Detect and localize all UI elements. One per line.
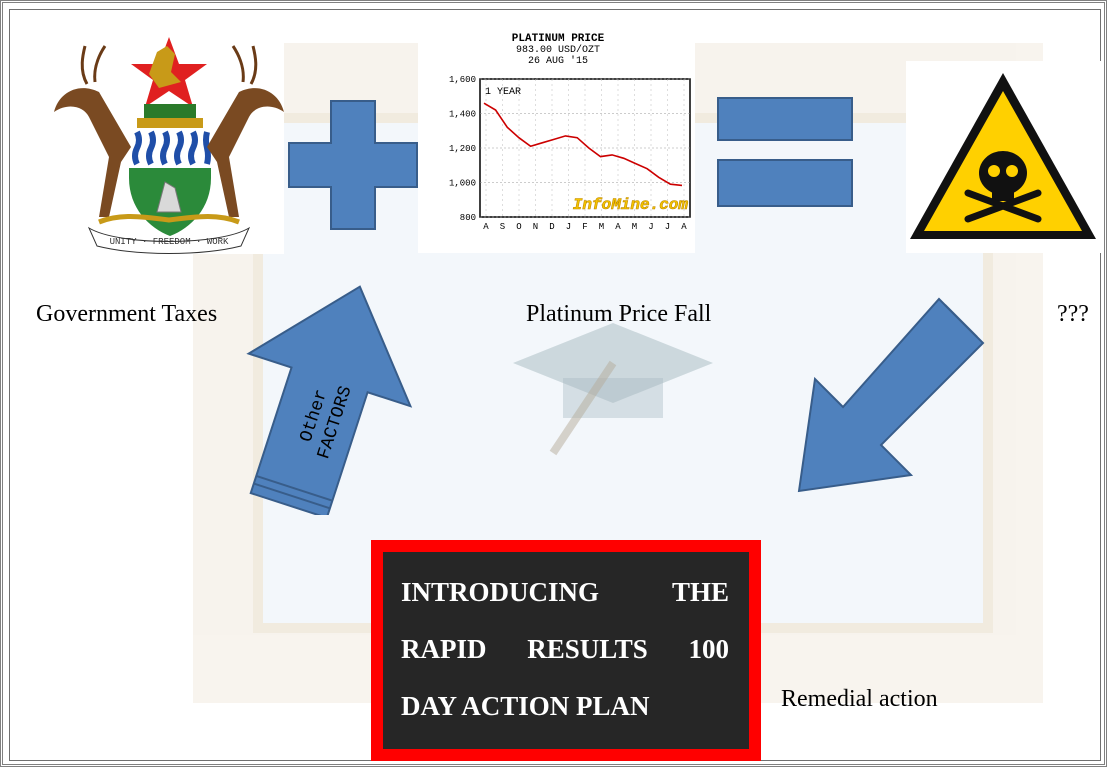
graduation-cap-icon [513, 323, 713, 456]
platinum-price-chart-image: PLATINUM PRICE 983.00 USD/OZT 26 AUG '15… [418, 29, 695, 253]
chart-x-tick-label: S [500, 222, 505, 232]
coat-of-arms-icon: UNITY · FREEDOM · WORK [54, 37, 284, 254]
platinum-price-chart: PLATINUM PRICE 983.00 USD/OZT 26 AUG '15… [449, 33, 691, 232]
unknown-outcome-label: ??? [1057, 301, 1089, 327]
chart-x-tick-label: N [533, 222, 538, 232]
chart-date: 26 AUG '15 [528, 55, 588, 67]
chart-watermark: InfoMine.com [573, 196, 689, 214]
chart-x-tick-label: A [615, 222, 621, 232]
chart-subtitle: 983.00 USD/OZT [516, 44, 600, 56]
chart-grid [480, 78, 690, 218]
remedial-action-label: Remedial action [781, 686, 938, 712]
chart-x-tick-label: M [599, 222, 604, 232]
callout-line-3: DAY ACTION PLAN [401, 691, 650, 721]
chart-y-tick-label: 800 [460, 213, 476, 223]
chart-x-tick-label: J [566, 222, 571, 232]
chart-x-tick-label: F [582, 222, 587, 232]
callout-line-2: RAPID RESULTS 100 [401, 634, 729, 664]
chart-period-label: 1 YEAR [485, 87, 521, 98]
equals-icon [717, 97, 853, 207]
government-taxes-label: Government Taxes [36, 301, 218, 327]
chart-x-tick-label: J [648, 222, 653, 232]
emblem-motto: UNITY · FREEDOM · WORK [110, 237, 229, 247]
platinum-price-fall-label: Platinum Price Fall [526, 301, 712, 327]
chart-y-ticks: 1,600 1,400 1,200 1,000 800 [449, 75, 476, 223]
chart-title: PLATINUM PRICE [512, 33, 605, 45]
chart-x-tick-label: O [516, 222, 521, 232]
chart-x-tick-label: M [632, 222, 637, 232]
arrow-down-left-icon [797, 297, 985, 493]
arrow-up-icon: Other FACTORS [246, 285, 413, 515]
skull-hazard-icon [910, 73, 1096, 239]
callout-line-1: INTRODUCING THE [401, 577, 729, 607]
chart-y-tick-label: 1,200 [449, 144, 476, 154]
chart-y-tick-label: 1,600 [449, 75, 476, 85]
chart-x-tick-label: J [665, 222, 670, 232]
chart-y-tick-label: 1,400 [449, 110, 476, 120]
chart-x-tick-label: A [483, 222, 489, 232]
chart-series [483, 102, 683, 187]
coat-of-arms-image: UNITY · FREEDOM · WORK [29, 32, 284, 254]
action-plan-callout: INTRODUCING THE RAPID RESULTS 100 DAY AC… [371, 540, 761, 761]
plus-icon [288, 100, 418, 230]
chart-y-tick-label: 1,000 [449, 179, 476, 189]
chart-x-tick-label: A [681, 222, 687, 232]
chart-x-tick-label: D [549, 222, 554, 232]
hazard-sign-image [906, 61, 1101, 253]
chart-series-line [483, 102, 683, 187]
